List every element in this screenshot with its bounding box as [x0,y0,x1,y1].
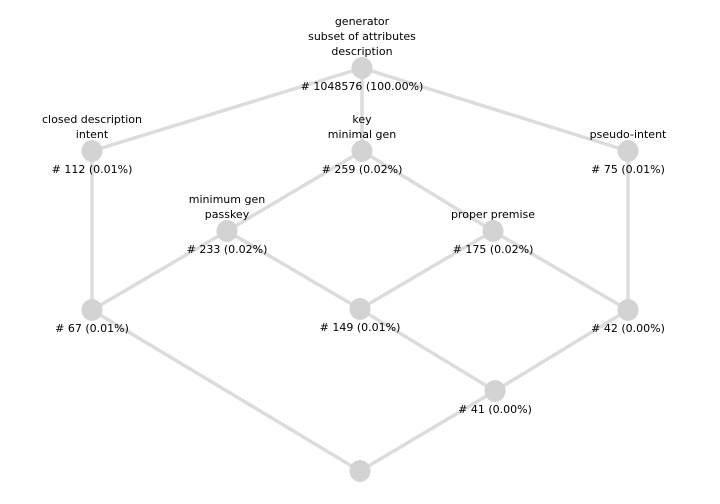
node-passkey [216,220,238,242]
node-count-passkey: # 233 (0.02%) [187,243,268,256]
edge-layer [90,66,630,473]
node-title-proper-premise-line1: proper premise [451,208,535,221]
node-title-key-minimal-line1: key [352,113,372,126]
node-title-pseudo-intent-line1: pseudo-intent [590,128,667,141]
node-count-top: # 1048576 (100.00%) [301,80,424,93]
node-count-proper-premise: # 175 (0.02%) [453,243,534,256]
node-count-key-minimal: # 259 (0.02%) [322,163,403,176]
node-closed-intent [81,140,103,162]
node-bottom [349,460,371,482]
node-title-passkey-line1: minimum gen [189,193,265,206]
edge-passkey--n67 [90,229,229,312]
node-count-n42: # 42 (0.00%) [591,322,665,335]
node-n42 [617,299,639,321]
node-title-closed-intent-line1: closed description [42,113,142,126]
node-count-pseudo-intent: # 75 (0.01%) [591,163,665,176]
label-layer: generator subset of attributes description… [42,15,667,416]
edge-n42--n41 [493,308,630,393]
edge-n41--bottom [358,389,497,473]
node-top [351,57,373,79]
node-n149 [349,298,371,320]
node-n67 [81,299,103,321]
edge-key-minimal--proper-premise [360,149,495,233]
edge-n67--bottom [90,308,362,473]
node-title-closed-intent-line2: intent [76,128,109,141]
edge-top--closed-intent [90,66,364,153]
node-title-top-line3: description [331,45,392,58]
node-layer [81,57,639,482]
node-title-top-line2: subset of attributes [308,30,416,43]
node-pseudo-intent [617,140,639,162]
edge-passkey--n149 [225,229,362,311]
node-key-minimal [351,140,373,162]
node-title-key-minimal-line2: minimal gen [328,128,397,141]
edge-n149--n41 [358,307,497,393]
node-n41 [484,380,506,402]
node-title-top-line1: generator [335,15,390,28]
node-count-n67: # 67 (0.01%) [55,322,129,335]
edge-proper-premise--n42 [491,229,630,312]
node-count-n149: # 149 (0.01%) [320,321,401,334]
edge-proper-premise--n149 [358,229,495,311]
node-proper-premise [482,220,504,242]
edge-top--pseudo-intent [360,66,630,153]
node-count-n41: # 41 (0.00%) [458,403,532,416]
edge-key-minimal--passkey [225,149,364,233]
node-title-passkey-line2: passkey [205,208,250,221]
node-count-closed-intent: # 112 (0.01%) [52,163,133,176]
